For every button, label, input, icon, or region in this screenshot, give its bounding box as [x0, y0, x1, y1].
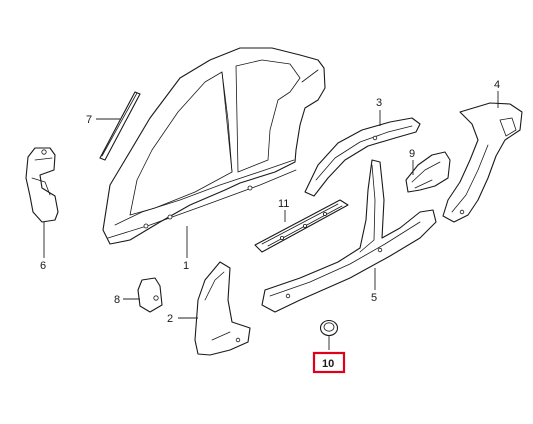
callout-9: 9 — [409, 148, 415, 160]
callout-7: 7 — [86, 114, 92, 126]
callout-3: 3 — [376, 97, 382, 109]
part-4-quarter[interactable] — [442, 102, 523, 223]
part-5-sill[interactable] — [261, 159, 437, 313]
part-3-rail[interactable] — [304, 117, 421, 197]
part-2-pillar[interactable] — [194, 261, 251, 356]
callout-10: 10 — [322, 358, 334, 370]
part-9-bracket[interactable] — [405, 151, 451, 193]
callout-4: 4 — [494, 79, 500, 91]
callout-11: 11 — [278, 198, 289, 210]
leader-lines — [43, 91, 499, 350]
highlight-box — [312, 351, 346, 374]
part-7-strip[interactable] — [99, 91, 141, 161]
callout-10-highlight[interactable]: 10 — [312, 351, 346, 374]
callout-8: 8 — [114, 294, 120, 306]
callout-2: 2 — [167, 313, 173, 325]
part-11-reinforcement[interactable] — [254, 199, 349, 253]
part-6-bracket[interactable] — [25, 147, 59, 223]
part-10-plug[interactable] — [319, 319, 339, 337]
callout-6: 6 — [40, 260, 46, 272]
callout-5: 5 — [371, 292, 377, 304]
part-1-side-frame[interactable] — [102, 47, 326, 245]
callout-1: 1 — [183, 260, 189, 272]
part-8-bracket[interactable] — [137, 277, 163, 313]
